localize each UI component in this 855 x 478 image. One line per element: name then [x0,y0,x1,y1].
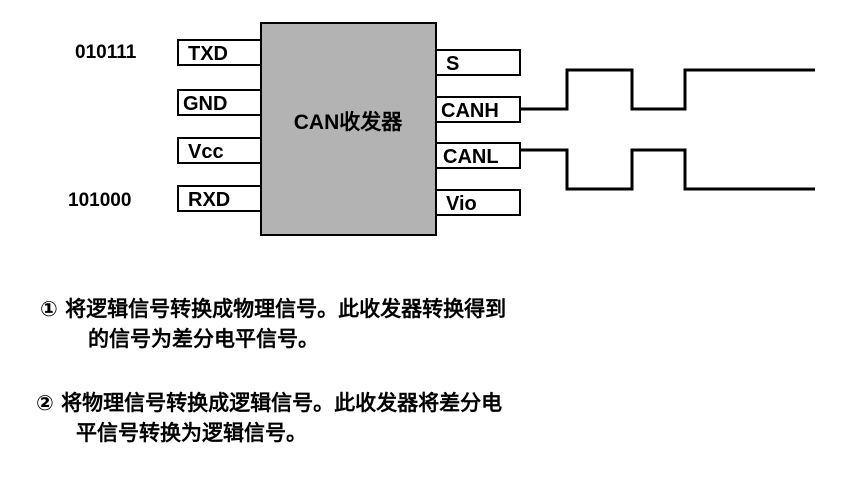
description-2-line-2: 平信号转换为逻辑信号。 [76,421,307,445]
pin-vio-label: Vio [446,193,477,215]
pin-gnd-label: GND [183,93,227,115]
pin-vcc-box [177,137,262,164]
canl-waveform [520,148,815,191]
description-2-line-1: ② 将物理信号转换成逻辑信号。此收发器将差分电 [36,391,503,415]
pin-canh-box [435,96,521,123]
pin-txd-box [177,39,262,66]
can-transceiver-diagram: CAN收发器 TXD GND Vcc RXD 010111 101000 S C… [68,22,815,236]
description-physical-to-logical: ② 将物理信号转换成逻辑信号。此收发器将差分电 平信号转换为逻辑信号。 [36,388,502,448]
rxd-data-value: 101000 [68,190,131,211]
pin-rxd-label: RXD [188,189,230,211]
pin-canl-box [435,142,521,169]
pin-gnd-box [177,89,262,116]
pin-vcc-label: Vcc [188,141,224,163]
pin-canh-label: CANH [441,100,499,122]
pin-rxd-box [177,185,262,212]
pin-s-box [435,49,521,76]
description-logical-to-physical: ① 将逻辑信号转换成物理信号。此收发器转换得到 的信号为差分电平信号。 [40,294,506,354]
pin-canl-label: CANL [443,146,499,168]
pin-vio-box [435,189,521,216]
pin-s-label: S [446,53,459,75]
pin-txd-label: TXD [188,43,228,65]
canh-waveform [520,68,815,111]
description-1-line-1: ① 将逻辑信号转换成物理信号。此收发器转换得到 [40,297,507,321]
transceiver-chip [260,22,437,236]
txd-data-value: 010111 [75,42,137,63]
chip-label: CAN收发器 [294,110,403,134]
description-1-line-2: 的信号为差分电平信号。 [88,327,319,351]
